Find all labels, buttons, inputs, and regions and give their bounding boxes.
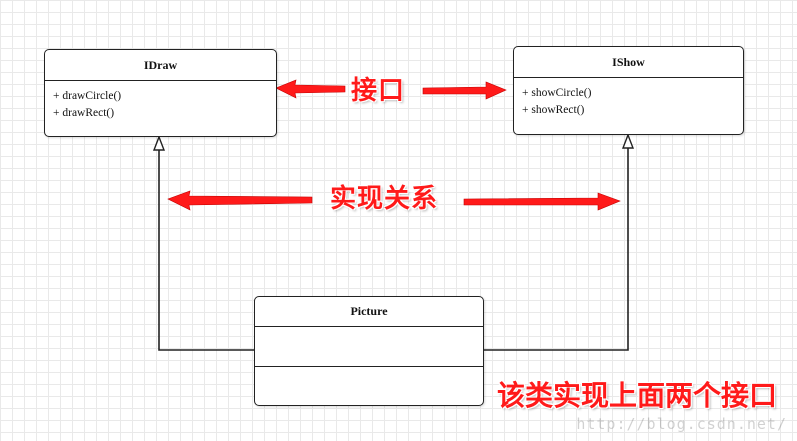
method-show-circle: + showCircle(): [522, 87, 592, 99]
class-idraw-methods: + drawCircle() + drawRect(): [45, 81, 276, 129]
method-draw-circle: + drawCircle(): [53, 90, 122, 102]
class-ishow[interactable]: IShow + showCircle() + showRect(): [513, 46, 744, 135]
realization-arrowhead-idraw: [152, 135, 166, 151]
red-arrow-right-interface: [422, 81, 507, 100]
interface-label: 接口: [351, 76, 406, 106]
realization-label: 实现关系: [330, 184, 439, 214]
class-picture-operations: [255, 367, 483, 404]
picture-note: 该类实现上面两个接口: [497, 379, 778, 412]
red-arrow-left-realization: [167, 190, 313, 211]
method-draw-rect: + drawRect(): [53, 107, 115, 119]
class-idraw[interactable]: IDraw + drawCircle() + drawRect(): [44, 49, 277, 137]
class-picture[interactable]: Picture: [254, 296, 484, 406]
class-picture-name: Picture: [255, 297, 483, 327]
realization-line-ishow: [484, 138, 629, 351]
red-arrow-left-interface: [275, 79, 346, 99]
realization-arrowhead-ishow: [621, 133, 635, 149]
realization-line-idraw: [158, 140, 254, 351]
watermark: http://blog.csdn.net/: [576, 415, 787, 433]
method-show-rect: + showRect(): [522, 104, 585, 116]
class-idraw-name: IDraw: [45, 50, 276, 81]
class-picture-attributes: [255, 327, 483, 367]
red-arrow-right-realization: [463, 192, 621, 211]
class-ishow-methods: + showCircle() + showRect(): [514, 78, 743, 126]
class-ishow-name: IShow: [514, 47, 743, 78]
